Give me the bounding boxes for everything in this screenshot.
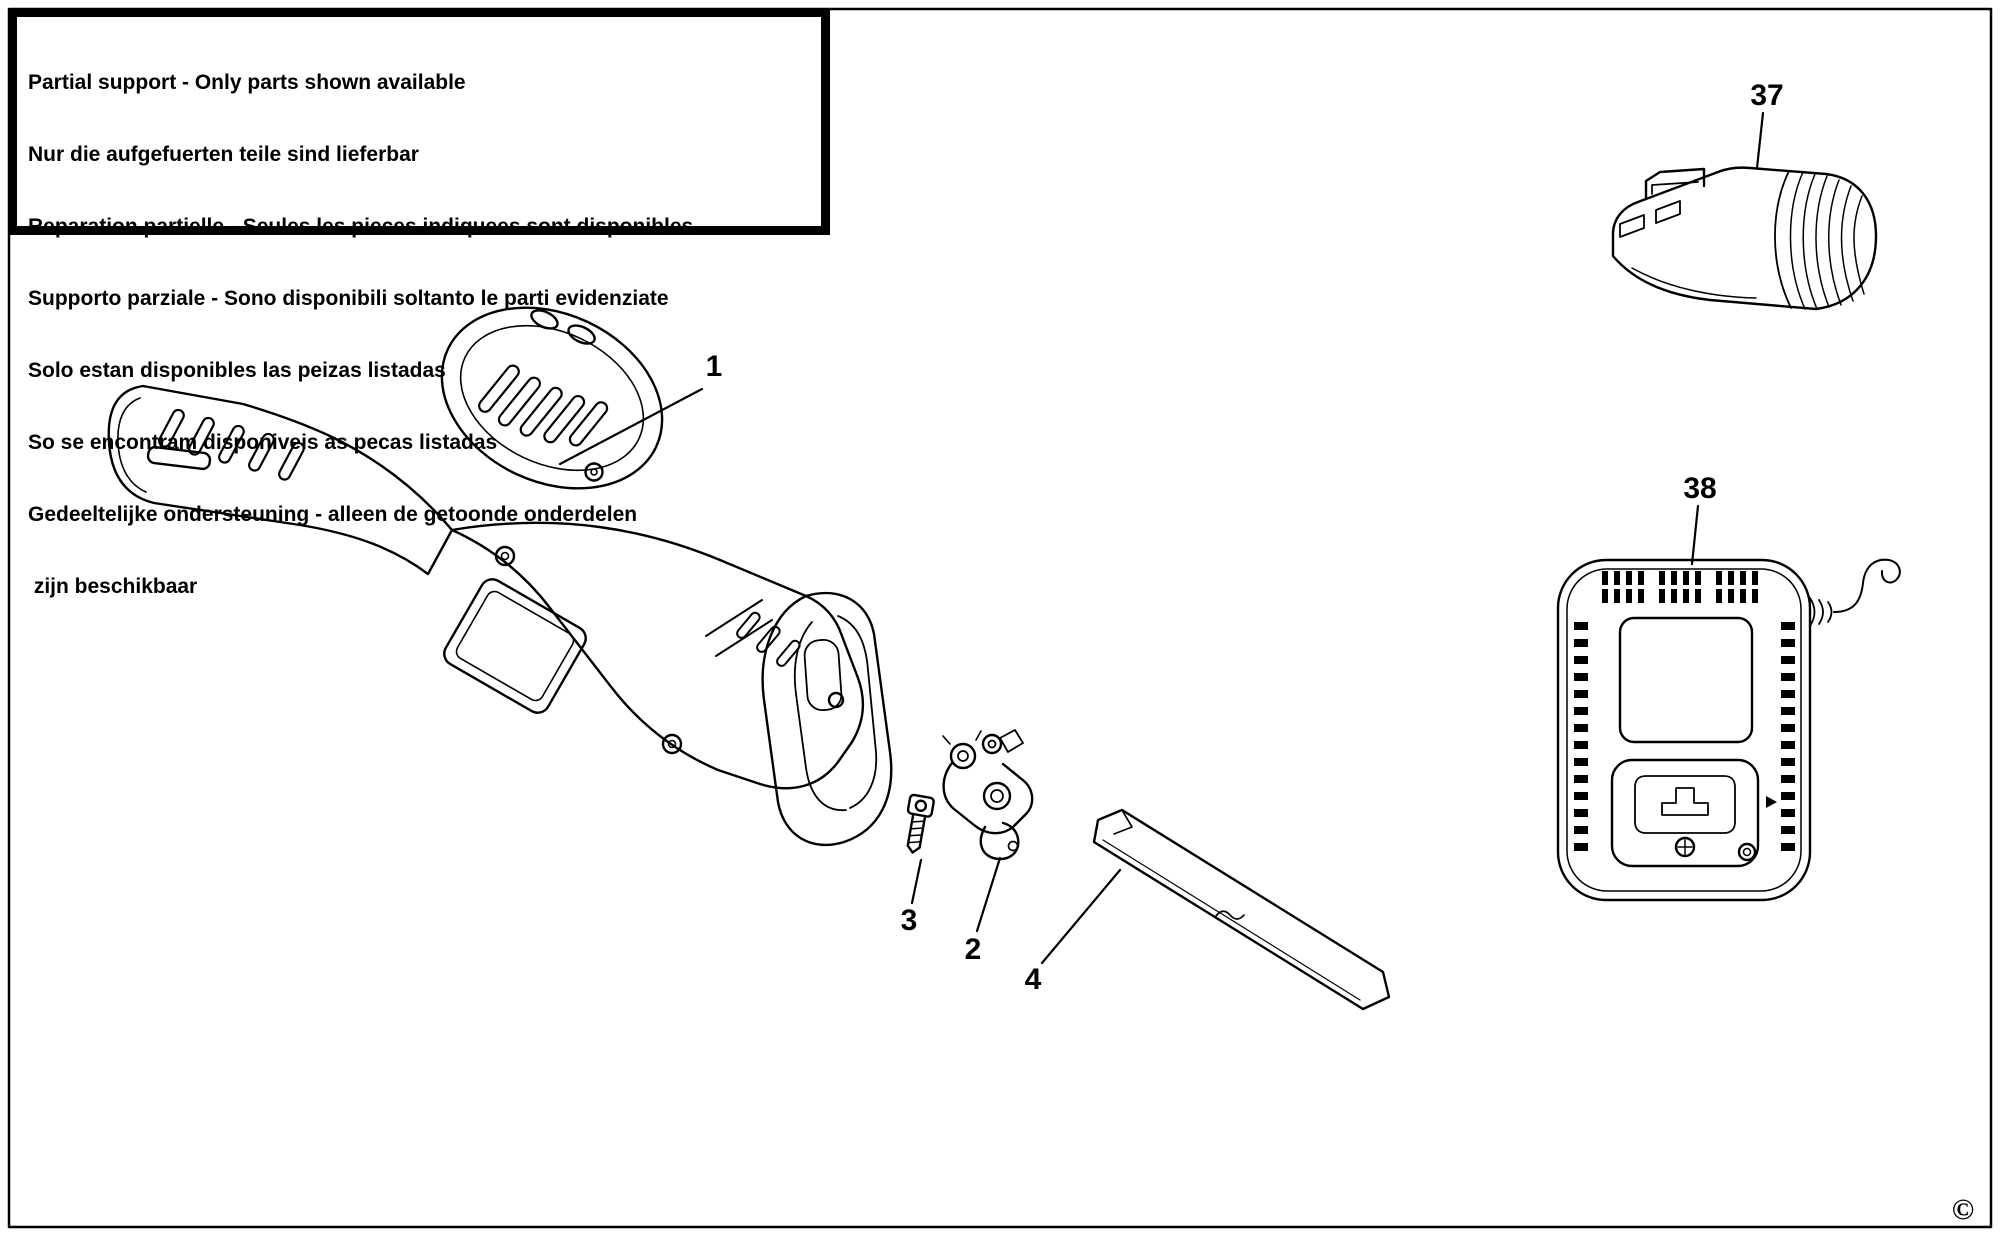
notice-line-5: Solo estan disponibles las peizas listad… (28, 359, 446, 382)
front-guard (761, 591, 893, 847)
notice-line-8: zijn beschikbaar (28, 575, 198, 598)
dome-vents (478, 364, 609, 447)
partial-support-notice: Partial support - Only parts shown avail… (8, 8, 830, 598)
leader-line-part2 (975, 856, 1002, 933)
part-label-3: 3 (900, 904, 918, 937)
part-label-2: 2 (964, 933, 982, 966)
charger-window (1618, 616, 1754, 744)
part-label-4: 4 (1024, 963, 1042, 996)
part-label-1: 1 (705, 350, 723, 383)
screw-drawing (906, 793, 935, 854)
copyright-symbol: © (1951, 1193, 1975, 1226)
saw-blade-drawing (1092, 808, 1391, 1011)
page-border-frame (7, 7, 1993, 1229)
part-label-38: 38 (1683, 472, 1717, 505)
battery-cap-ridges (1789, 171, 1865, 310)
battery-terminal-slot (1619, 214, 1645, 238)
notice-line-2: Nur die aufgefuerten teile sind lieferba… (28, 143, 419, 166)
notice-line-7: Gedeeltelijke ondersteuning - alleen de … (28, 503, 638, 526)
leader-lines (558, 111, 1765, 965)
charger-plug (1634, 775, 1736, 834)
label-panel (443, 578, 587, 714)
leader-line-part3 (910, 858, 923, 905)
charger-side-vents (1574, 622, 1795, 854)
part-label-37: 37 (1750, 79, 1784, 112)
charger-cavity (1610, 758, 1760, 868)
charger-arrow-mark (1766, 796, 1777, 808)
front-ribs (736, 611, 801, 667)
notice-line-3: Reparation partielle - Seules les pieces… (28, 215, 694, 238)
battery-clip (1644, 167, 1706, 201)
battery-terminal-slot (1655, 200, 1681, 224)
leader-line-part1 (558, 387, 704, 466)
leader-line-part4 (1040, 868, 1122, 965)
charger-top-vents (1602, 571, 1762, 603)
blade-clamp-drawing (942, 729, 1034, 861)
handle-switch (146, 445, 212, 471)
leader-line-part37 (1755, 111, 1765, 170)
saw-body-drawing (107, 306, 893, 847)
charger-drawing (1556, 558, 1901, 902)
motor-dome (440, 306, 664, 490)
notice-line-4: Supporto parziale - Sono disponibili sol… (28, 287, 669, 310)
leader-line-part38 (1690, 504, 1700, 566)
battery-pack-drawing (1611, 166, 1878, 311)
grip-slots (158, 408, 305, 481)
notice-line-1: Partial support - Only parts shown avail… (28, 71, 466, 94)
charger-cord (1809, 558, 1901, 627)
notice-line-6: So se encontram disponiveis as pecas lis… (28, 431, 498, 454)
